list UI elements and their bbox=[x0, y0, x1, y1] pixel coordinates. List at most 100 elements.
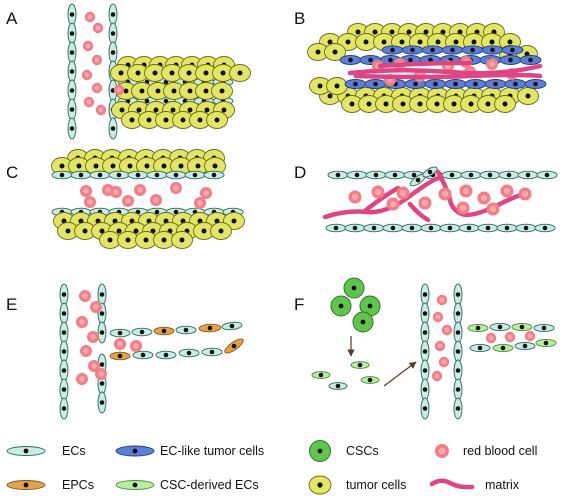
endothelial-cell bbox=[127, 170, 149, 180]
endothelial-cell bbox=[203, 170, 225, 180]
endothelial-cell bbox=[363, 223, 385, 233]
endothelial-cell bbox=[67, 98, 77, 121]
red-blood-cell bbox=[170, 182, 182, 194]
endothelial-cell bbox=[439, 223, 461, 233]
epc-cell bbox=[224, 338, 244, 354]
endothelial-cell bbox=[131, 327, 153, 337]
endothelial-cell bbox=[109, 328, 131, 338]
endothelial-cell bbox=[460, 170, 482, 180]
tumor-cell bbox=[153, 231, 175, 249]
panel-label-c: C bbox=[6, 163, 18, 182]
endothelial-cell bbox=[453, 321, 463, 344]
endothelial-cell bbox=[514, 341, 536, 351]
red-blood-cell bbox=[80, 185, 92, 197]
ec-cell-icon bbox=[6, 446, 46, 456]
matrix-fiber bbox=[407, 201, 431, 223]
ec-like-tumor-cell bbox=[441, 45, 464, 55]
ec-like-tumor-cell bbox=[501, 45, 524, 55]
tumor-cell bbox=[324, 43, 346, 61]
ec-like-tumor-cell bbox=[364, 79, 387, 89]
panel-label-d: D bbox=[294, 163, 306, 182]
endothelial-cell bbox=[420, 283, 430, 306]
red-blood-cell bbox=[418, 196, 432, 210]
endothelial-cell bbox=[70, 170, 92, 180]
ec-like-tumor-cell bbox=[499, 55, 522, 65]
endothelial-cell bbox=[108, 22, 118, 45]
matrix-fiber bbox=[363, 185, 401, 213]
legend-item-rbc: red blood cell bbox=[435, 444, 537, 458]
tumor-cell bbox=[206, 111, 228, 129]
tumor-cell bbox=[195, 64, 217, 82]
endothelial-cell bbox=[420, 302, 430, 325]
epc-cell bbox=[198, 323, 222, 333]
matrix-fiber bbox=[377, 60, 473, 69]
endothelial-cell bbox=[178, 348, 200, 358]
ec-like-tumor-cell bbox=[339, 55, 362, 65]
endothelial-cell bbox=[59, 283, 69, 306]
endothelial-cell bbox=[401, 223, 423, 233]
red-blood-cell bbox=[438, 356, 450, 368]
tumor-cell bbox=[161, 64, 183, 82]
panel-label-b: B bbox=[294, 9, 305, 28]
csc-derived-ec bbox=[350, 361, 370, 369]
endothelial-cell bbox=[67, 117, 77, 140]
matrix-fiber-icon bbox=[429, 478, 475, 490]
endothelial-cell bbox=[534, 223, 556, 233]
endothelial-cell bbox=[67, 3, 77, 26]
endothelial-cell bbox=[420, 223, 442, 233]
endothelial-cell bbox=[346, 170, 368, 180]
endothelial-cell bbox=[422, 166, 438, 178]
red-blood-cell bbox=[76, 373, 88, 385]
red-blood-cell bbox=[130, 340, 142, 352]
epc-cell bbox=[153, 326, 175, 336]
endothelial-cell bbox=[97, 321, 107, 344]
endothelial-cell bbox=[108, 117, 118, 140]
tumor-cell bbox=[171, 231, 193, 249]
csc-derived-ec bbox=[511, 322, 533, 332]
csc-derived-ec bbox=[360, 376, 380, 384]
legend-item-epcs: EPCs bbox=[6, 478, 94, 492]
legend-label-epcs: EPCs bbox=[62, 478, 94, 492]
red-blood-cell bbox=[524, 330, 536, 342]
endothelial-cell bbox=[453, 302, 463, 325]
legend-label-ecs: ECs bbox=[62, 444, 86, 458]
endothelial-cell bbox=[108, 170, 130, 180]
panel-c-vessel-cooption bbox=[51, 149, 245, 249]
endothelial-cell bbox=[453, 340, 463, 363]
endothelial-cell bbox=[327, 170, 349, 180]
red-blood-cell bbox=[431, 370, 443, 382]
endothelial-cell bbox=[59, 397, 69, 420]
legend: ECs EC-like tumor cells CSCs red blood c… bbox=[6, 440, 537, 495]
tumor-cell bbox=[477, 95, 499, 113]
endothelial-cell bbox=[515, 223, 537, 233]
red-blood-cell bbox=[84, 11, 96, 23]
legend-item-matrix: matrix bbox=[429, 478, 520, 492]
tumor-cell bbox=[392, 95, 414, 113]
endothelial-cell bbox=[59, 321, 69, 344]
ec-like-tumor-cell bbox=[519, 55, 542, 65]
csc-derived-ec bbox=[492, 343, 514, 353]
red-blood-cell bbox=[432, 311, 444, 323]
endothelial-cell bbox=[453, 397, 463, 420]
red-blood-cell bbox=[83, 96, 95, 108]
red-blood-cell bbox=[436, 294, 448, 306]
red-blood-cell bbox=[200, 187, 212, 199]
endothelial-cell bbox=[365, 170, 387, 180]
red-blood-cell bbox=[82, 40, 94, 52]
legend-label-ec-like: EC-like tumor cells bbox=[160, 444, 264, 458]
tumor-cell bbox=[193, 222, 215, 240]
panel-a-vessel-sprouting bbox=[67, 3, 251, 140]
ec-like-tumor-cell bbox=[481, 45, 504, 55]
legend-label-cscs: CSCs bbox=[346, 444, 379, 458]
red-blood-cell bbox=[150, 194, 162, 206]
tumor-cell bbox=[375, 95, 397, 113]
csc-derived-ec-icon bbox=[115, 480, 155, 490]
endothelial-cell bbox=[533, 323, 555, 333]
red-blood-cell bbox=[76, 316, 88, 328]
tumor-cell bbox=[121, 111, 143, 129]
tumor-cell-icon bbox=[308, 475, 332, 495]
red-blood-cell bbox=[110, 186, 122, 198]
ec-like-tumor-cell bbox=[524, 79, 547, 89]
endothelial-cell bbox=[458, 223, 480, 233]
red-blood-cell bbox=[91, 54, 103, 66]
